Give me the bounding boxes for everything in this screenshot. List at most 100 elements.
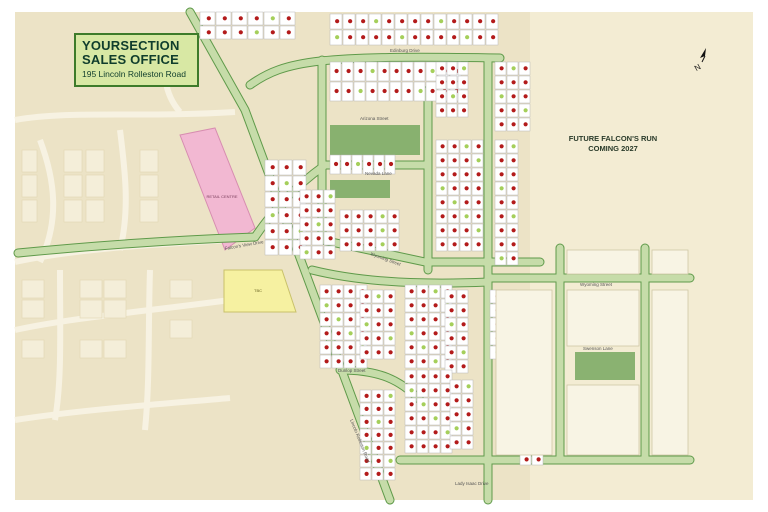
- sold-dot: [388, 471, 393, 476]
- sold-dot: [368, 214, 373, 219]
- sales-office-box: YOURSECTION SALES OFFICE 195 Lincoln Rol…: [74, 33, 199, 87]
- sold-dot: [376, 432, 381, 437]
- sold-dot: [452, 228, 457, 233]
- sold-dot: [449, 350, 454, 355]
- existing-lots: [21, 149, 193, 359]
- sold-dot: [452, 158, 457, 163]
- sold-dot: [394, 88, 399, 94]
- sold-dot: [370, 88, 375, 94]
- sold-dot: [449, 364, 454, 369]
- sold-dot: [413, 19, 418, 24]
- available-dot: [445, 430, 450, 435]
- sold-dot: [238, 16, 243, 21]
- available-dot: [450, 94, 456, 99]
- sold-dot: [409, 317, 414, 322]
- sold-dot: [511, 242, 516, 247]
- sold-dot: [387, 35, 392, 40]
- sold-dot: [511, 80, 516, 85]
- sold-dot: [450, 108, 456, 113]
- sold-dot: [454, 440, 459, 445]
- sold-dot: [440, 242, 445, 247]
- sold-dot: [382, 88, 387, 94]
- available-dot: [449, 322, 454, 327]
- sold-dot: [328, 236, 333, 241]
- sold-dot: [222, 30, 227, 35]
- sold-dot: [464, 158, 469, 163]
- sold-dot: [348, 345, 353, 350]
- available-dot: [324, 303, 329, 308]
- sold-dot: [440, 228, 445, 233]
- sold-dot: [388, 322, 393, 327]
- sold-dot: [461, 308, 466, 313]
- sold-dot: [511, 122, 516, 127]
- north-letter: N: [693, 62, 703, 73]
- available-dot: [511, 144, 516, 149]
- sold-dot: [499, 80, 504, 85]
- sold-dot: [324, 359, 329, 364]
- available-dot: [418, 88, 423, 94]
- sold-dot: [452, 144, 457, 149]
- available-dot: [374, 19, 379, 24]
- sold-dot: [284, 197, 289, 202]
- sold-dot: [298, 181, 303, 186]
- sold-dot: [328, 208, 333, 213]
- sold-dot: [344, 161, 350, 167]
- sold-dot: [409, 289, 414, 294]
- sold-dot: [452, 172, 457, 177]
- sold-dot: [439, 108, 445, 113]
- sold-dot: [335, 19, 340, 24]
- sold-dot: [368, 242, 373, 247]
- available-dot: [370, 68, 375, 74]
- sold-dot: [336, 303, 341, 308]
- sold-dot: [421, 303, 426, 308]
- sold-dot: [476, 242, 481, 247]
- sold-dot: [449, 336, 454, 341]
- sold-dot: [364, 458, 369, 463]
- sold-dot: [439, 94, 445, 99]
- available-dot: [388, 393, 393, 398]
- sold-dot: [344, 242, 349, 247]
- sold-dot: [433, 345, 438, 350]
- sold-dot: [476, 200, 481, 205]
- sold-dot: [364, 336, 369, 341]
- available-dot: [433, 416, 438, 421]
- sold-dot: [286, 16, 291, 21]
- sold-dot: [430, 88, 435, 94]
- sold-dot: [409, 402, 414, 407]
- sold-dot: [440, 144, 445, 149]
- sold-dot: [418, 68, 423, 74]
- sold-dot: [392, 214, 397, 219]
- pink-parcel-label: RETAIL CENTRE: [206, 194, 237, 199]
- sold-dot: [421, 359, 426, 364]
- sold-dot: [464, 172, 469, 177]
- sales-title-line2: SALES OFFICE: [82, 52, 180, 67]
- sold-dot: [445, 416, 450, 421]
- sold-dot: [421, 416, 426, 421]
- sold-dot: [376, 336, 381, 341]
- pink-parcel: [179, 127, 256, 251]
- available-dot: [270, 16, 275, 21]
- available-dot: [511, 66, 516, 71]
- sold-dot: [433, 430, 438, 435]
- sold-dot: [238, 30, 243, 35]
- sold-dot: [499, 144, 504, 149]
- sold-dot: [461, 322, 466, 327]
- sold-dot: [433, 331, 438, 336]
- sold-dot: [499, 108, 504, 113]
- future-line1: FUTURE FALCON'S RUN: [568, 134, 658, 143]
- sold-dot: [464, 186, 469, 191]
- sold-dot: [440, 172, 445, 177]
- sold-dot: [344, 228, 349, 233]
- sold-dot: [360, 359, 365, 364]
- sold-dot: [466, 440, 471, 445]
- sold-dot: [376, 471, 381, 476]
- available-dot: [409, 331, 414, 336]
- available-dot: [358, 88, 363, 94]
- sold-dot: [421, 444, 426, 449]
- sold-dot: [284, 245, 289, 250]
- sold-dot: [388, 294, 393, 299]
- sold-dot: [364, 406, 369, 411]
- available-dot: [304, 250, 309, 255]
- sold-dot: [328, 250, 333, 255]
- sold-dot: [348, 19, 353, 24]
